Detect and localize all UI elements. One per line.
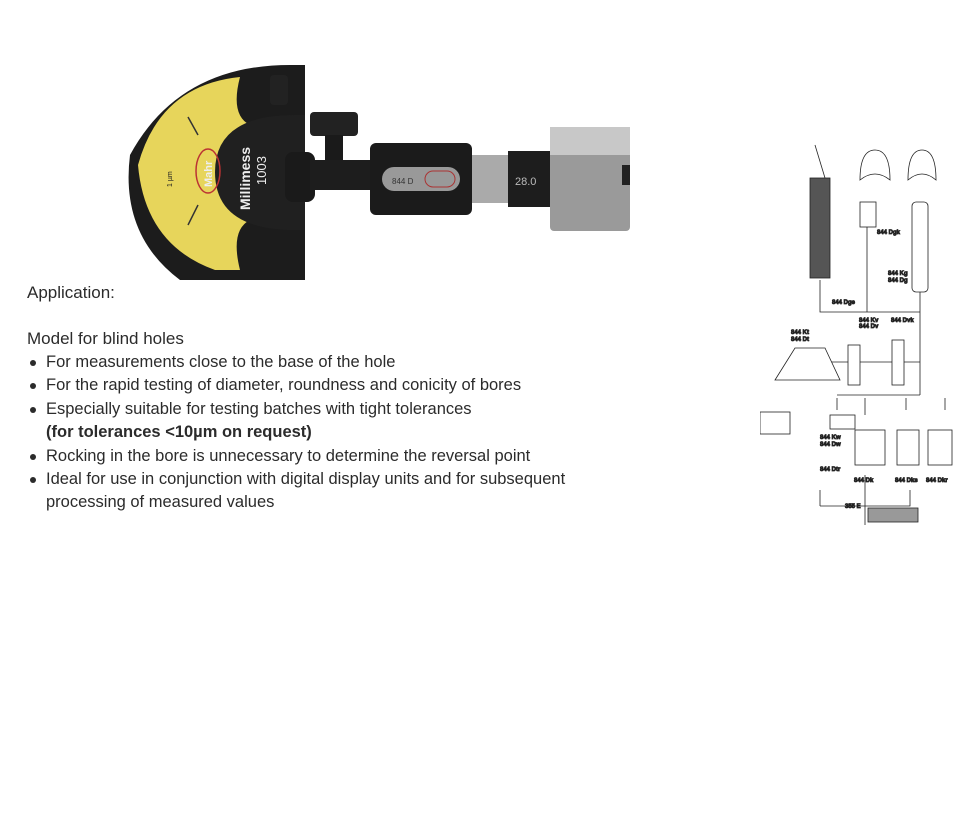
list-item: For measurements close to the base of th… (27, 351, 667, 374)
model-number: 1003 (254, 156, 269, 185)
diagram-label: 844 Kt (791, 330, 809, 336)
model-name: Millimess (237, 147, 253, 210)
diagram-label: 844 Dgk (877, 230, 901, 236)
application-bullet-list: For measurements close to the base of th… (27, 351, 667, 515)
list-item: For the rapid testing of diameter, round… (27, 374, 667, 397)
application-title: Application: (27, 283, 115, 302)
diagram-label: 844 Kg (888, 271, 908, 277)
diagram-label: 844 Kv (859, 318, 879, 324)
list-item-note: (for tolerances <10µm on request) (46, 423, 312, 442)
diagram-label: 844 Dvk (891, 318, 914, 324)
diagram-label: 844 Dg (888, 278, 908, 284)
list-item: Rocking in the bore is unnecessary to de… (27, 445, 667, 468)
application-subtitle: Model for blind holes (27, 329, 184, 348)
diagram-label: 844 Kw (820, 435, 841, 441)
diagram-label: 844 Dk (854, 478, 874, 484)
list-item: Especially suitable for testing batches … (27, 398, 667, 421)
diagram-label: 844 Dge (832, 300, 856, 306)
diagram-label: 844 Dks (895, 478, 918, 484)
diagram-label: 355 E (845, 504, 861, 510)
size-label: 28.0 (515, 176, 536, 188)
brand-logo: Mahr (203, 160, 215, 187)
diagram-label: 844 Dt (791, 337, 809, 343)
diagram-label: 844 Dv (859, 324, 879, 330)
millimess-gauge-photo: Mahr Millimess 1003 1 µm 844 D 28.0 (128, 64, 630, 280)
diagram-label: 844 Dkr (926, 478, 948, 484)
dial-unit: 1 µm (167, 171, 174, 187)
list-item: Ideal for use in conjunction with digita… (27, 468, 626, 515)
diagram-label: 844 Dw (820, 442, 841, 448)
accessory-system-diagram: 844 Dgk 844 Kg 844 Dg 844 Dge 844 Kv 844… (760, 144, 953, 525)
plate-label: 844 D (392, 177, 414, 186)
diagram-label: 844 Dtr (820, 467, 841, 473)
